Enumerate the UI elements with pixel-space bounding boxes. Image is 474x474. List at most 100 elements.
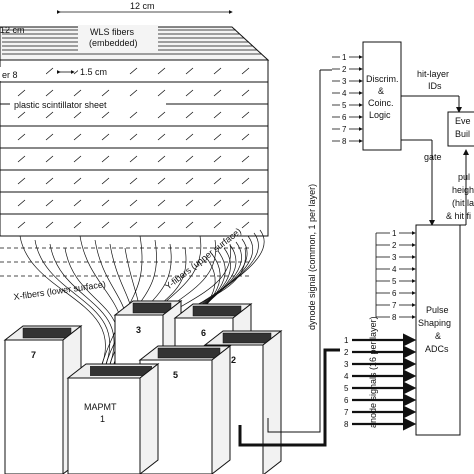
stack-layers bbox=[0, 59, 269, 237]
adc-dynode-input-number: 1 bbox=[392, 229, 397, 238]
fiber-end-mark bbox=[45, 111, 54, 119]
layer-label: er 8 bbox=[2, 70, 18, 80]
fiber-end-mark bbox=[213, 221, 222, 229]
fibers-label-2: (embedded) bbox=[89, 38, 138, 48]
adc-dynode-input-number: 7 bbox=[392, 301, 397, 310]
event-builder-line2: Buil bbox=[455, 129, 470, 139]
adc-anode-input-number: 3 bbox=[344, 360, 349, 369]
fiber-end-mark bbox=[157, 199, 166, 207]
fiber-end-mark bbox=[213, 177, 222, 185]
fiber-end-mark bbox=[157, 155, 166, 163]
fiber-end-mark bbox=[45, 67, 54, 75]
fiber-end-mark bbox=[157, 133, 166, 141]
pulse-heights-3: (hit la bbox=[452, 198, 474, 208]
fiber-end-mark bbox=[241, 67, 250, 75]
fiber-end-mark bbox=[213, 199, 222, 207]
event-builder-block: Eve Buil bbox=[447, 111, 474, 147]
fiber-end-mark bbox=[45, 155, 54, 163]
discrim-input-number: 4 bbox=[342, 89, 347, 98]
wls-fiber bbox=[99, 235, 143, 371]
anode-label: anode signals (16 per layer) bbox=[368, 316, 378, 428]
pulse-heights-4: & hit fi bbox=[446, 211, 471, 221]
fiber-end-mark bbox=[185, 155, 194, 163]
fiber-end-mark bbox=[17, 133, 26, 141]
fiber-end-mark bbox=[185, 89, 194, 97]
width-label: 12 cm bbox=[130, 1, 155, 11]
sheet-label: plastic scintillator sheet bbox=[14, 100, 107, 110]
adc-line2: Shaping bbox=[418, 318, 451, 328]
fiber-end-mark bbox=[213, 133, 222, 141]
fiber-end-mark bbox=[73, 89, 82, 97]
fibers-label-1: WLS fibers bbox=[90, 27, 135, 37]
fiber-end-mark bbox=[241, 133, 250, 141]
event-builder-line1: Eve bbox=[455, 116, 471, 126]
fiber-end-mark bbox=[73, 111, 82, 119]
gate-label: gate bbox=[424, 152, 442, 162]
discrim-line4: Logic bbox=[369, 110, 391, 120]
fiber-end-mark bbox=[45, 221, 54, 229]
adc-line4: ADCs bbox=[425, 344, 449, 354]
fiber-end-mark bbox=[17, 111, 26, 119]
fiber-end-mark bbox=[129, 111, 138, 119]
anode-path bbox=[238, 348, 340, 447]
pulse-heights-1: pul bbox=[458, 172, 470, 182]
wls-fiber bbox=[19, 235, 106, 371]
scintillator-stack bbox=[0, 26, 270, 277]
fiber-end-mark bbox=[101, 89, 110, 97]
fiber-end-mark bbox=[17, 199, 26, 207]
discrim-input-number: 5 bbox=[342, 101, 347, 110]
fiber-end-mark bbox=[213, 89, 222, 97]
fiber-end-mark bbox=[73, 133, 82, 141]
fiber-end-mark bbox=[241, 111, 250, 119]
fibers-callout: WLS fibers (embedded) bbox=[78, 25, 158, 51]
fiber-end-mark bbox=[213, 67, 222, 75]
adc-box bbox=[415, 224, 461, 436]
discrim-input-number: 2 bbox=[342, 65, 347, 74]
discrim-input-number: 7 bbox=[342, 125, 347, 134]
fiber-end-mark bbox=[101, 111, 110, 119]
adc-dynode-input-number: 6 bbox=[392, 289, 397, 298]
fiber-end-mark bbox=[129, 199, 138, 207]
dynode-path bbox=[267, 70, 321, 433]
width-dimension: 12 cm bbox=[56, 1, 233, 14]
fiber-end-mark bbox=[185, 133, 194, 141]
fiber-end-mark bbox=[129, 67, 138, 75]
pmt-box-number: 2 bbox=[231, 355, 236, 365]
adc-dynode-input-number: 2 bbox=[392, 241, 397, 250]
fiber-end-mark bbox=[241, 89, 250, 97]
fiber-end-mark bbox=[101, 155, 110, 163]
adc-anode-input-number: 1 bbox=[344, 336, 349, 345]
adc-anode-input-number: 7 bbox=[344, 408, 349, 417]
fiber-end-mark bbox=[241, 199, 250, 207]
fiber-end-mark bbox=[101, 221, 110, 229]
fiber-end-mark bbox=[213, 155, 222, 163]
fiber-end-mark bbox=[129, 89, 138, 97]
adc-line3: & bbox=[435, 331, 441, 341]
wls-fiber bbox=[49, 243, 115, 371]
fiber-end-mark bbox=[17, 177, 26, 185]
discrim-input-number: 3 bbox=[342, 77, 347, 86]
fiber-end-mark bbox=[73, 155, 82, 163]
adc-dynode-input-number: 8 bbox=[392, 313, 397, 322]
fiber-end-mark bbox=[73, 199, 82, 207]
adc-anode-input-number: 8 bbox=[344, 420, 349, 429]
fiber-end-mark bbox=[101, 177, 110, 185]
fiber-end-mark bbox=[157, 111, 166, 119]
sheet-callout: plastic scintillator sheet bbox=[10, 97, 166, 111]
adc-anode-input-number: 6 bbox=[344, 396, 349, 405]
top-fiber-grooves bbox=[2, 29, 262, 55]
adc-line1: Pulse bbox=[426, 305, 449, 315]
fiber-end-mark bbox=[157, 177, 166, 185]
fiber-end-mark bbox=[241, 221, 250, 229]
wls-fiber bbox=[34, 239, 111, 371]
pulse-heights-2: heigh bbox=[452, 185, 474, 195]
hit-layer-label-1: hit-layer bbox=[417, 69, 449, 79]
fiber-stubs bbox=[17, 67, 250, 229]
fiber-end-mark bbox=[185, 199, 194, 207]
pitch-label: 1.5 cm bbox=[80, 67, 107, 77]
discriminator-block: Discrim. & Coinc. Logic bbox=[362, 41, 402, 151]
fiber-end-mark bbox=[17, 155, 26, 163]
hit-layer-label-2: IDs bbox=[428, 81, 442, 91]
